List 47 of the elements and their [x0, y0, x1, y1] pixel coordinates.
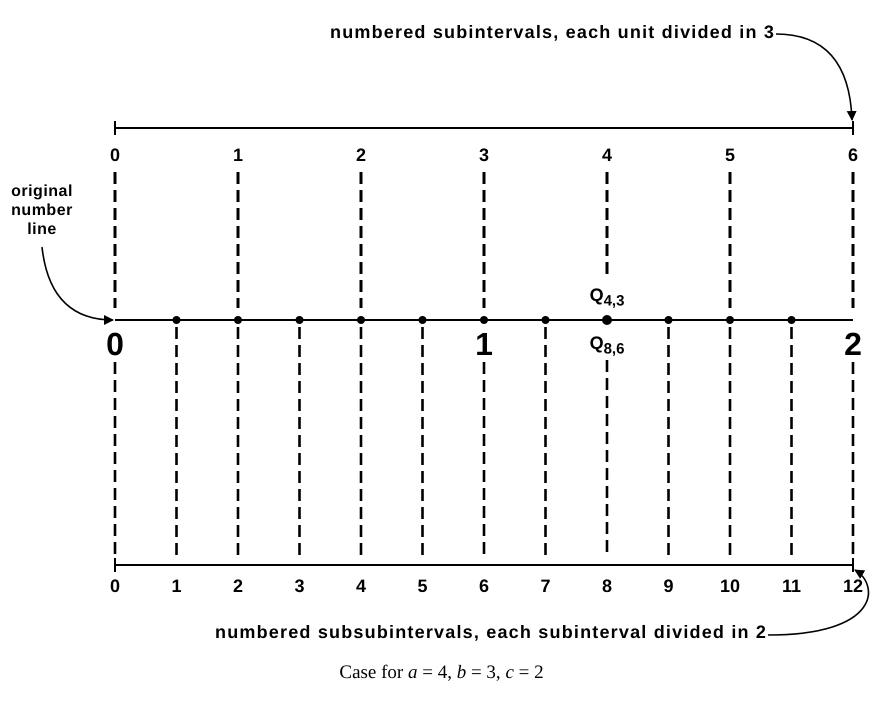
- callout-text: original number line: [10, 182, 74, 240]
- tick-label: 1: [172, 577, 182, 595]
- leader-arrow: [768, 569, 870, 636]
- tick-label: 3: [479, 146, 489, 164]
- tick-label: 10: [720, 577, 740, 595]
- tick-label: 5: [725, 146, 735, 164]
- number-label: 2: [844, 328, 862, 360]
- tick-label: 9: [664, 577, 674, 595]
- point-label: Q$_{4,3}$: [590, 286, 624, 309]
- dashed-guide-line: [790, 327, 793, 557]
- dashed-guide-line: [482, 362, 486, 557]
- dashed-guide-line: [852, 362, 854, 557]
- callout-text: numbered subsubintervals, each subinterval divided in 2: [215, 622, 768, 643]
- tick-label: 5: [418, 577, 428, 595]
- tick-label: 2: [356, 146, 366, 164]
- caption: Case for a = 4, b = 3, c = 2: [339, 662, 544, 684]
- tick-label: 4: [356, 577, 366, 595]
- tick-label: 0: [110, 577, 120, 595]
- dashed-guide-line: [175, 327, 178, 557]
- dashed-guide-line: [421, 327, 424, 557]
- tick-label: 6: [848, 146, 858, 164]
- dashed-guide-line: [236, 327, 240, 557]
- callout-text: numbered subintervals, each unit divided in 3: [330, 22, 776, 43]
- number-line: [113, 120, 855, 136]
- tick-label: 8: [602, 577, 612, 595]
- number-line: [113, 557, 855, 573]
- number-label: 1: [475, 328, 493, 360]
- tick-label: 7: [540, 577, 550, 595]
- leader-arrow: [776, 33, 856, 121]
- leader-arrow: [41, 246, 114, 325]
- tick-label: 3: [294, 577, 304, 595]
- tick-label: 1: [233, 146, 243, 164]
- dashed-guide-line: [544, 327, 547, 557]
- tick-label: 6: [479, 577, 489, 595]
- point-label: Q$_{8,6}$: [590, 334, 624, 357]
- dashed-guide-line: [728, 327, 732, 557]
- dashed-guide-line: [298, 327, 301, 557]
- tick-label: 0: [110, 146, 120, 164]
- tick-label: 11: [782, 577, 802, 595]
- tick-label: 2: [233, 577, 243, 595]
- dashed-guide-line: [667, 327, 670, 557]
- dashed-guide-line: [114, 362, 116, 557]
- tick-label: 12: [842, 577, 864, 595]
- number-line: [113, 313, 855, 327]
- tick-label: 4: [602, 146, 612, 164]
- number-label: 0: [106, 328, 124, 360]
- dashed-guide-line: [360, 327, 362, 557]
